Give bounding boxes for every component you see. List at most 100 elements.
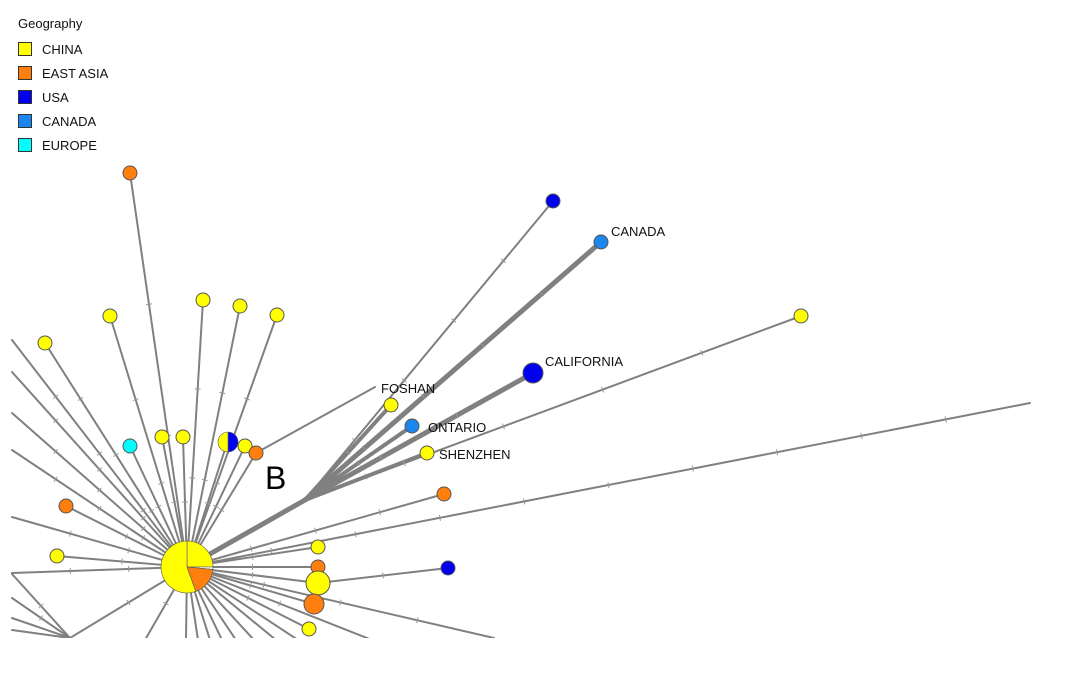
edge-tick <box>171 500 178 504</box>
edge-tick <box>262 581 265 588</box>
edge-tick <box>163 601 169 606</box>
node-china <box>237 438 253 454</box>
legend-item-usa: USA <box>18 85 108 109</box>
edge-tick <box>97 505 102 512</box>
edge-tick <box>401 378 407 383</box>
edge <box>303 424 414 502</box>
edge-tick <box>97 487 102 493</box>
edge <box>44 342 188 568</box>
edge-tick <box>251 571 254 579</box>
node-europe <box>122 438 138 454</box>
legend-item-canada: CANADA <box>18 109 108 133</box>
edge-tick <box>379 454 383 461</box>
edge-tick <box>140 508 146 513</box>
pie-slice <box>217 431 229 453</box>
edge-tick <box>270 547 273 554</box>
node-china <box>49 548 65 564</box>
edge <box>302 370 536 503</box>
edge-tick <box>69 530 72 537</box>
edge-tick <box>776 449 779 456</box>
edge-tick <box>96 467 103 472</box>
label-canada: CANADA <box>611 224 666 239</box>
node-california <box>522 362 544 384</box>
node-east-asia <box>436 486 452 502</box>
edge <box>186 566 495 638</box>
label-foshan: FOSHAN <box>381 381 435 396</box>
edge-tick <box>860 432 863 439</box>
legend: Geography CHINA EAST ASIA USA CANADA EUR… <box>18 16 108 157</box>
node-east-asia <box>303 593 325 615</box>
edge-tick <box>38 615 44 621</box>
edge <box>11 516 188 568</box>
edge <box>11 629 71 638</box>
legend-label-east-asia: EAST ASIA <box>42 65 109 81</box>
edge-tick <box>140 515 146 521</box>
edge-tick <box>416 617 419 624</box>
edge <box>11 597 71 638</box>
node-china <box>310 539 326 555</box>
edge-tick <box>53 476 58 483</box>
edge <box>317 567 449 584</box>
edge-tick <box>523 498 526 505</box>
edge-tick <box>421 394 426 400</box>
node-china <box>793 308 809 324</box>
edge-tick <box>501 423 505 430</box>
node-usa <box>545 193 561 209</box>
edge <box>11 565 188 575</box>
edge-tick <box>451 318 457 323</box>
edge-tick <box>121 558 123 565</box>
node-canada <box>593 234 609 250</box>
edge-tick <box>96 451 103 456</box>
edge-tick <box>944 416 947 423</box>
node-foshan <box>383 397 399 413</box>
legend-label-canada: CANADA <box>42 113 97 129</box>
edge <box>186 493 445 568</box>
node-china <box>102 308 118 324</box>
node-china <box>232 298 248 314</box>
node-east-asia <box>248 445 264 461</box>
edge-tick <box>700 349 704 356</box>
label-california: CALIFORNIA <box>545 354 623 369</box>
edge-tick <box>480 342 485 348</box>
edge <box>304 315 802 501</box>
edge-tick <box>124 533 129 540</box>
edge-tick <box>500 258 507 264</box>
node-shenzhen <box>419 445 435 461</box>
node-china <box>305 570 331 596</box>
hub-node <box>160 540 214 594</box>
edge-tick <box>339 599 342 606</box>
edge-tick <box>249 545 253 552</box>
legend-item-china: CHINA <box>18 37 108 61</box>
legend-item-east-asia: EAST ASIA <box>18 61 108 85</box>
edge-tick <box>53 418 59 424</box>
edge-tick <box>140 525 146 532</box>
edge-tick <box>691 465 694 472</box>
node-china <box>37 335 53 351</box>
node-usa-china <box>217 431 239 453</box>
edge <box>11 339 188 568</box>
edge-tick <box>601 386 605 393</box>
edge-tick <box>354 531 357 538</box>
node-ontario <box>404 418 420 434</box>
edge <box>304 200 554 501</box>
pie-slice <box>227 431 239 453</box>
edge-tick <box>201 478 208 482</box>
edge-tick <box>113 452 119 458</box>
legend-swatch-usa <box>18 90 32 104</box>
edge-tick <box>38 603 44 609</box>
edge <box>255 386 376 454</box>
edge-tick <box>53 394 59 399</box>
edge-tick <box>204 502 211 505</box>
legend-swatch-china <box>18 42 32 56</box>
edge-tick <box>361 445 367 451</box>
edge-tick <box>126 599 131 606</box>
legend-item-europe: EUROPE <box>18 133 108 157</box>
edge <box>302 239 604 503</box>
edge <box>11 617 71 638</box>
edge <box>186 566 370 638</box>
edge-tick <box>148 508 155 514</box>
edge-tick <box>455 412 459 419</box>
edge-tick <box>141 534 146 541</box>
edge-tick <box>219 391 226 395</box>
